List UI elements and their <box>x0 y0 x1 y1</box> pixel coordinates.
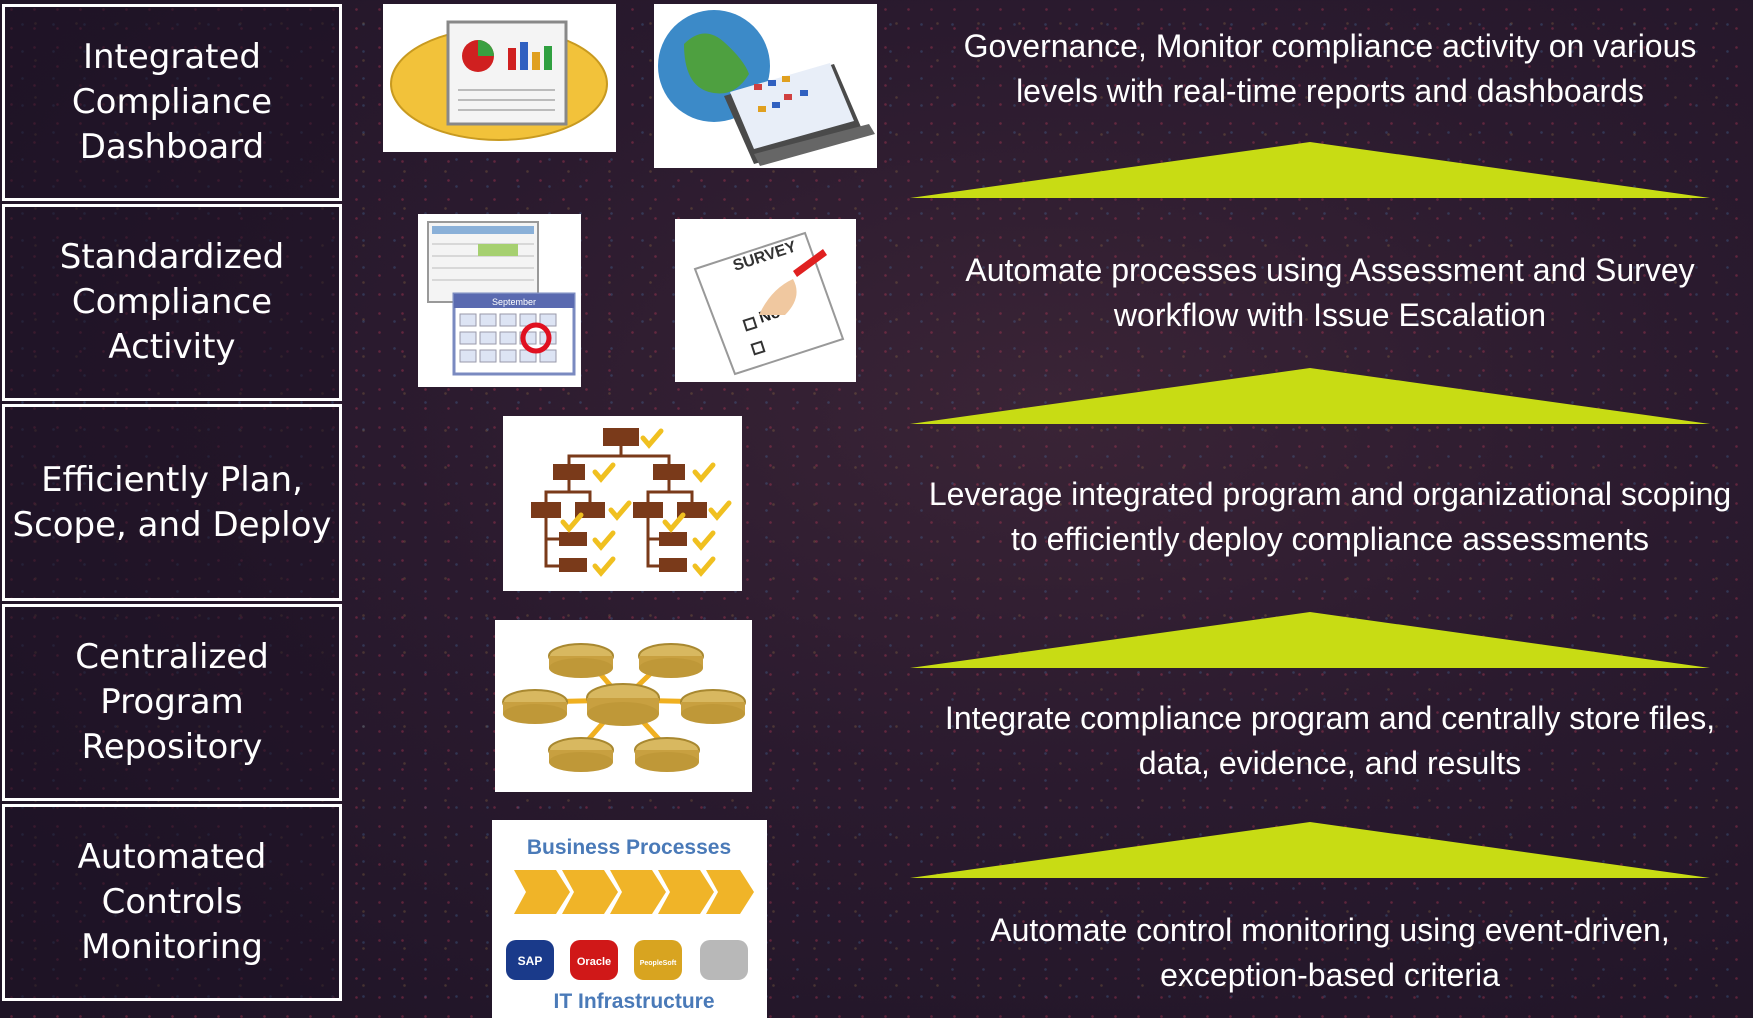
up-arrow-1 <box>910 142 1710 200</box>
level-standardized-compliance-activity: Standardized Compliance Activity <box>2 204 342 401</box>
level-label: Centralized Program Repository <box>75 637 269 767</box>
org-chart-checkmarks-illustration <box>503 416 742 591</box>
description-assessment-survey: Automate processes using Assessment and … <box>965 252 1695 333</box>
up-arrow-3 <box>910 612 1710 670</box>
level-column: Integrated Compliance Dashboard Standard… <box>0 0 345 1018</box>
level-label: Efficiently Plan, Scope, and Deploy <box>12 459 332 545</box>
business-processes-text: Business Processes <box>527 836 731 859</box>
up-arrow-2 <box>910 368 1710 426</box>
dashboard-chart-illustration <box>383 4 616 152</box>
level-integrated-compliance-dashboard: Integrated Compliance Dashboard <box>2 4 342 201</box>
level-label: Standardized Compliance Activity <box>59 237 285 367</box>
level-label: Automated Controls Monitoring <box>77 837 267 967</box>
business-processes-it-infrastructure-illustration: Business Processes SAP Oracle PeopleSoft… <box>492 820 767 1018</box>
oracle-label: Oracle <box>577 956 611 968</box>
level-automated-controls-monitoring: Automated Controls Monitoring <box>2 804 342 1001</box>
database-repository-illustration <box>495 620 752 792</box>
description-governance: Governance, Monitor compliance activity … <box>963 28 1697 109</box>
up-arrow-4 <box>910 822 1710 880</box>
description-control-monitoring: Automate control monitoring using event-… <box>990 912 1670 993</box>
level-label: Integrated Compliance Dashboard <box>71 37 273 167</box>
level-centralized-program-repository: Centralized Program Repository <box>2 604 342 801</box>
globe-laptop-illustration <box>654 4 877 168</box>
survey-illustration: SURVEY No <box>675 219 856 382</box>
calendar-month-text: September <box>492 297 536 307</box>
it-infrastructure-text: IT Infrastructure <box>553 990 714 1013</box>
description-central-storage: Integrate compliance program and central… <box>944 700 1716 781</box>
sap-label: SAP <box>518 954 543 968</box>
description-program-scoping: Leverage integrated program and organiza… <box>928 476 1732 557</box>
level-efficiently-plan-scope-deploy: Efficiently Plan, Scope, and Deploy <box>2 404 342 601</box>
calendar-schedule-illustration: September <box>418 214 581 387</box>
peoplesoft-label: PeopleSoft <box>640 960 677 967</box>
